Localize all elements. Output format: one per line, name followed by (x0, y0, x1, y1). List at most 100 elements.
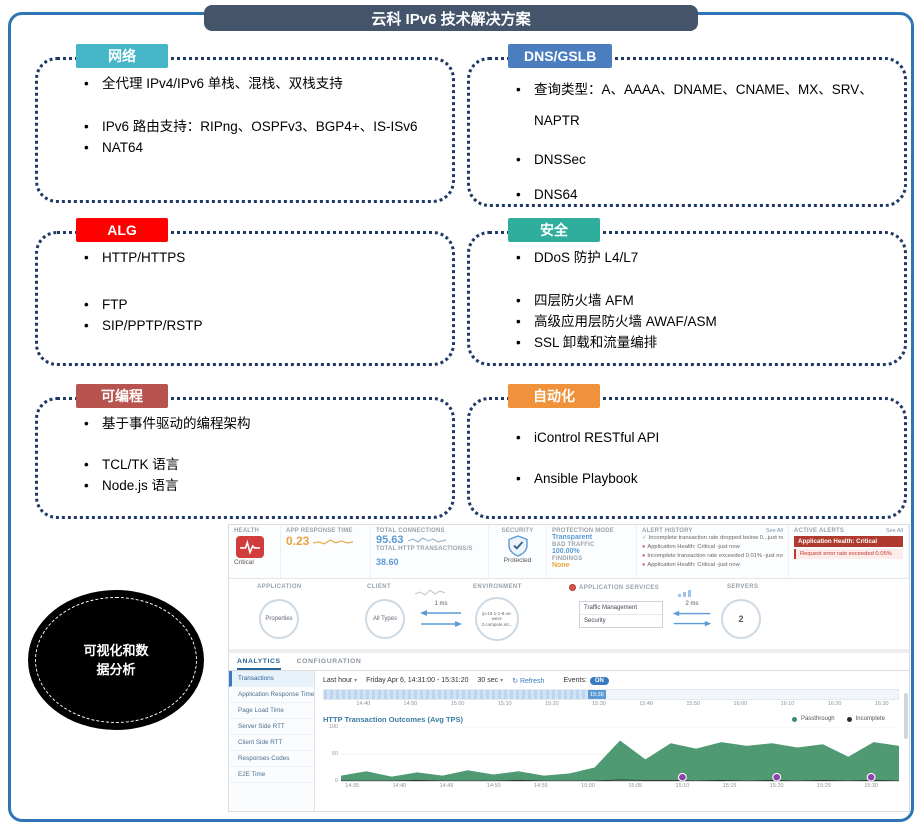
interval-dropdown[interactable]: 30 sec ▾ (477, 677, 504, 684)
feature-item: iControl RESTful API (516, 428, 876, 449)
application-node[interactable]: Properties (259, 599, 299, 639)
feature-item: 高级应用层防火墙 AWAF/ASM (516, 312, 876, 333)
total-connections-label: TOTAL CONNECTIONS (376, 528, 445, 534)
sidebar-item-server-side-rtt[interactable]: Server Side RTT (229, 719, 314, 735)
alert-history-item: Incomplete transaction rate dropped belo… (648, 535, 783, 541)
refresh-button[interactable]: ↻ Refresh (512, 677, 545, 685)
sidebar-item-client-side-rtt[interactable]: Client Side RTT (229, 735, 314, 751)
label-text: 安全 (540, 222, 568, 238)
sidebar-item-e2e-time[interactable]: E2E Time (229, 767, 314, 783)
alert-dot-icon: ● (642, 561, 646, 568)
event-marker[interactable] (677, 772, 687, 781)
tab-analytics[interactable]: ANALYTICS (237, 658, 281, 670)
events-state-pill: ON (589, 676, 609, 685)
page-title-text: 云科 IPv6 技术解决方案 (371, 10, 531, 28)
timeline-handle[interactable]: 15:36 (588, 690, 606, 699)
app-response-time-section: APP RESPONSE TIME 0.23 (281, 525, 371, 578)
legend-dot-incomplete (846, 716, 852, 722)
timeline-tick: 15:20 (544, 701, 559, 707)
event-marker[interactable] (772, 772, 782, 781)
servers-node[interactable]: 2 (721, 599, 761, 639)
bad-traffic-label: BAD TRAFFIC (552, 542, 595, 549)
refresh-icon: ↻ (512, 677, 518, 685)
x-axis-label: 14:40 (392, 783, 407, 789)
connections-section: TOTAL CONNECTIONS 95.63 TOTAL HTTP TRANS… (371, 525, 489, 578)
feature-box-programmable-label: 可编程 (76, 384, 168, 408)
bidirectional-arrow-icon (420, 610, 462, 627)
legend-label-passthrough: Passthrough (800, 716, 835, 722)
y-axis-label: 0 (334, 778, 338, 784)
x-axis-label: 15:00 (581, 783, 595, 789)
label-text: ALG (107, 222, 137, 238)
feature-item: NAT64 (84, 138, 424, 159)
health-caption: HEALTH (234, 528, 260, 534)
tab-configuration[interactable]: CONFIGURATION (296, 658, 362, 665)
protection-mode-value: Transparent (552, 534, 593, 541)
label-text: 网络 (108, 48, 136, 64)
protection-mode-label: PROTECTION MODE (552, 528, 615, 534)
server-latency-label: 2 ms (685, 601, 699, 607)
events-label: Events: (563, 677, 587, 684)
time-range-dropdown[interactable]: Last hour ▾ (323, 677, 358, 684)
visualization-ellipse: 可视化和数据分析 (28, 590, 204, 730)
timeline-selected-range[interactable] (324, 690, 589, 699)
service-row-security[interactable]: Security (580, 614, 662, 627)
feature-list: HTTP/HTTPS FTP SIP/PPTP/RSTP (38, 234, 452, 337)
timeline-tick: 15:40 (639, 701, 653, 707)
server-traffic-bars (678, 590, 691, 597)
total-http-value: 38.60 (376, 557, 399, 567)
vertical-scrollbar[interactable] (904, 693, 908, 739)
feature-item: 全代理 IPv4/IPv6 单栈、混栈、双栈支持 (84, 74, 424, 95)
map-header-servers: SERVERS (727, 584, 759, 590)
x-axis-label: 15:30 (864, 783, 878, 789)
timeline-tick: 15:00 (450, 701, 465, 707)
map-header-environment: ENVIRONMENT (473, 584, 522, 590)
sidebar-item-transactions[interactable]: Transactions (229, 671, 314, 687)
timeline-bar[interactable]: 15:36 (323, 689, 899, 700)
chart-legend: Passthrough Incomplete (791, 716, 885, 722)
analytics-body: Transactions Application Response Time P… (229, 671, 909, 811)
legend-label-incomplete: Incomplete (855, 716, 885, 722)
feature-box-automation-label: 自动化 (508, 384, 600, 408)
app-response-time-value: 0.23 (286, 534, 310, 548)
alert-history-item: Application Health: Critical -just now (647, 561, 740, 568)
feature-item: 查询类型：A、AAAA、DNAME、CNAME、MX、SRV、NAPTR (516, 74, 876, 136)
event-marker[interactable] (866, 772, 876, 781)
service-row-traffic-management[interactable]: Traffic Management (584, 605, 638, 611)
chart-title: HTTP Transaction Outcomes (Avg TPS) (323, 714, 464, 724)
active-alerts-label: ACTIVE ALERTS (794, 528, 845, 534)
feature-box-automation: 自动化 iControl RESTful API Ansible Playboo… (467, 384, 907, 519)
feature-box-network: 网络 全代理 IPv4/IPv6 单栈、混栈、双栈支持 IPv6 路由支持：RI… (35, 44, 455, 203)
feature-item: DNS64 (516, 185, 876, 206)
health-status: Critical (234, 559, 254, 566)
bad-traffic-value: 100.00% (552, 548, 580, 556)
health-section: HEALTH Critical (229, 525, 281, 578)
total-connections-value: 95.63 (376, 534, 404, 546)
connections-sparkline (407, 537, 446, 543)
active-alert-primary: Application Health: Critical (794, 536, 903, 547)
sidebar-item-page-load-time[interactable]: Page Load Time (229, 703, 314, 719)
label-text: 可编程 (101, 388, 143, 404)
active-alerts-see-all-link[interactable]: See All (885, 528, 903, 534)
feature-box-dns-gslb: DNS/GSLB 查询类型：A、AAAA、DNAME、CNAME、MX、SRV、… (467, 44, 907, 207)
sidebar-item-responses-codes[interactable]: Responses Codes (229, 751, 314, 767)
alert-dot-icon: ● (642, 543, 646, 550)
alert-history-see-all-link[interactable]: See All (765, 528, 783, 534)
legend-dot-passthrough (791, 716, 797, 722)
chevron-down-icon: ▾ (500, 678, 504, 684)
analytics-dashboard: HEALTH Critical APP RESPONSE TIME 0.23 T… (228, 524, 910, 812)
total-http-label: TOTAL HTTP TRANSACTIONS/S (376, 546, 473, 552)
dashboard-tabs: ANALYTICS CONFIGURATION (229, 653, 909, 671)
x-axis-label: 14:50 (486, 783, 501, 789)
client-node[interactable]: All Types (365, 599, 405, 639)
feature-item: HTTP/HTTPS (84, 248, 424, 269)
client-traffic-sparkline (415, 589, 445, 596)
x-axis-label: 14:35 (345, 783, 360, 789)
feature-item: TCL/TK 语言 (84, 455, 424, 476)
environment-node[interactable]: ip-10-1-1-8.us-west-2.compute.int... (475, 597, 519, 641)
events-toggle[interactable]: Events: ON (563, 676, 609, 685)
sidebar-item-application-response-time[interactable]: Application Response Time (229, 687, 314, 703)
map-header-application: APPLICATION (257, 584, 302, 590)
